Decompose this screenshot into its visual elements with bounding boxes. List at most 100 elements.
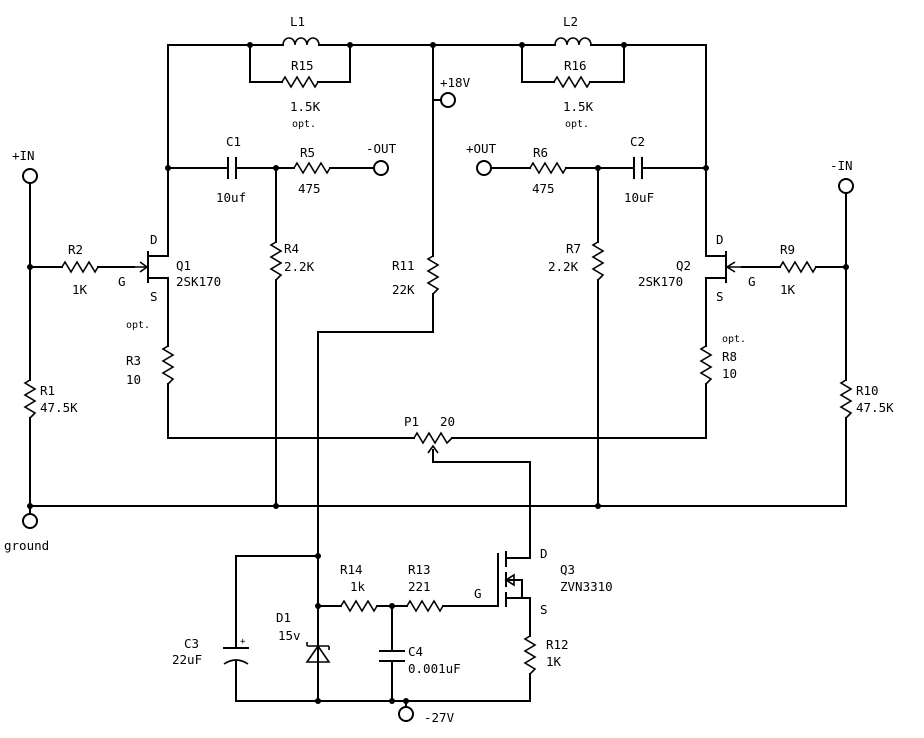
- capacitor-c1: [227, 157, 237, 179]
- resistor-r8: [699, 345, 713, 385]
- label-r9-value: 1K: [780, 282, 796, 297]
- label-r15: R15: [291, 58, 314, 73]
- terminal-minus-27v: [398, 706, 414, 722]
- junction-dot: [403, 698, 409, 704]
- label-p1: P1: [404, 414, 419, 429]
- junction-dot: [27, 264, 33, 270]
- resistor-r6: [529, 161, 567, 175]
- junction-dot: [165, 165, 171, 171]
- label-r15-opt: opt.: [292, 119, 316, 130]
- resistor-r2: [61, 260, 99, 274]
- label-r12-value: 1K: [546, 654, 562, 669]
- label-q3-d: D: [540, 546, 548, 561]
- label-r8: R8: [722, 349, 737, 364]
- junction-dot: [703, 165, 709, 171]
- resistor-r12: [523, 635, 537, 675]
- label-r2: R2: [68, 242, 83, 257]
- junction-dot: [315, 698, 321, 704]
- resistor-r9: [779, 260, 817, 274]
- inductor-l2: [554, 37, 592, 46]
- label-ground: ground: [4, 538, 49, 553]
- label-q1-s: S: [150, 289, 158, 304]
- label-q2-d: D: [716, 232, 724, 247]
- label-r4: R4: [284, 241, 299, 256]
- resistor-r3: [161, 345, 175, 385]
- label-r4-value: 2.2K: [284, 259, 315, 274]
- label-r15-value: 1.5K: [290, 99, 321, 114]
- label-r7-value: 2.2K: [548, 259, 579, 274]
- label-q3-part: ZVN3310: [560, 579, 613, 594]
- label-minus-27v: -27V: [424, 710, 455, 725]
- label-r14-value: 1k: [350, 579, 366, 594]
- label-r16-value: 1.5K: [563, 99, 594, 114]
- jfet-q2: [705, 247, 742, 287]
- label-c4: C4: [408, 644, 423, 659]
- label-minus-in: -IN: [830, 158, 853, 173]
- junction-dot: [315, 603, 321, 609]
- terminal-plus-in: [22, 168, 38, 184]
- label-r3-opt: opt.: [126, 320, 150, 331]
- capacitor-c3: +: [223, 637, 249, 665]
- junction-dot: [389, 698, 395, 704]
- label-r3: R3: [126, 353, 141, 368]
- label-r13: R13: [408, 562, 431, 577]
- label-r11-value: 22K: [392, 282, 415, 297]
- junction-dot: [430, 42, 436, 48]
- label-r7: R7: [566, 241, 581, 256]
- label-q1-d: D: [150, 232, 158, 247]
- label-plus-in: +IN: [12, 148, 35, 163]
- jfet-q1: [134, 247, 169, 287]
- potentiometer-p1: [413, 431, 453, 463]
- label-q2-g: G: [748, 274, 756, 289]
- capacitor-c2: [633, 157, 643, 179]
- label-r12: R12: [546, 637, 569, 652]
- svg-text:+: +: [240, 637, 246, 647]
- junction-dot: [595, 503, 601, 509]
- junction-dot: [389, 603, 395, 609]
- component-labels: L1 L2 R15 1.5K opt. R16 1.5K opt. +18V C…: [4, 14, 894, 725]
- label-q3: Q3: [560, 562, 575, 577]
- label-q1-part: 2SK170: [176, 274, 221, 289]
- terminal-plus-out: [476, 160, 492, 176]
- label-q2: Q2: [676, 258, 691, 273]
- junction-dot: [315, 553, 321, 559]
- label-d1: D1: [276, 610, 291, 625]
- terminal-minus-out: [373, 160, 389, 176]
- terminal-plus-18v: [440, 92, 456, 108]
- resistor-r11: [426, 255, 440, 295]
- resistor-r16: [553, 75, 591, 89]
- label-c1-value: 10uf: [216, 190, 246, 205]
- label-plus-18v: +18V: [440, 75, 471, 90]
- label-c1: C1: [226, 134, 241, 149]
- label-r5-value: 475: [298, 181, 321, 196]
- label-r5: R5: [300, 145, 315, 160]
- label-d1-value: 15v: [278, 628, 301, 643]
- label-r1-value: 47.5K: [40, 400, 78, 415]
- label-r16-opt: opt.: [565, 119, 589, 130]
- junction-dot: [843, 264, 849, 270]
- resistor-r13: [406, 599, 444, 613]
- resistor-r7: [591, 241, 605, 281]
- inductor-l1: [282, 37, 320, 46]
- terminal-ground: [22, 513, 38, 529]
- capacitor-c4: [379, 650, 405, 662]
- label-q1: Q1: [176, 258, 191, 273]
- label-c3: C3: [184, 636, 199, 651]
- junction-dot: [621, 42, 627, 48]
- resistor-r10: [839, 379, 853, 419]
- label-r3-value: 10: [126, 372, 141, 387]
- label-r10-value: 47.5K: [856, 400, 894, 415]
- label-r10: R10: [856, 383, 879, 398]
- label-r14: R14: [340, 562, 363, 577]
- mosfet-q3: [497, 551, 531, 607]
- label-l2: L2: [563, 14, 578, 29]
- label-plus-out: +OUT: [466, 141, 497, 156]
- label-q1-g: G: [118, 274, 126, 289]
- label-c2-value: 10uF: [624, 190, 654, 205]
- label-r16: R16: [564, 58, 587, 73]
- label-q3-g: G: [474, 586, 482, 601]
- label-q2-part: 2SK170: [638, 274, 683, 289]
- resistor-r4: [269, 241, 283, 281]
- label-q3-s: S: [540, 602, 548, 617]
